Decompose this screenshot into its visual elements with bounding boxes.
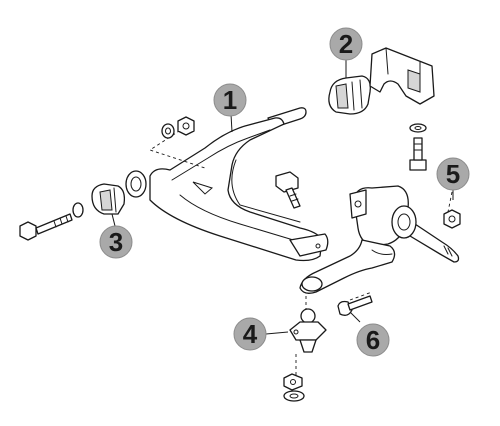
callout-2-label: 2 [339,29,353,59]
spindle-washer-nut [148,116,206,169]
strut-bolt [409,123,427,171]
callout-2: 2 [329,27,363,61]
leader-3 [111,213,116,227]
callout-4-label: 4 [243,319,258,349]
stabilizer-clamp [369,47,435,105]
leader-6 [349,311,361,323]
steering-knuckle [299,185,460,294]
callout-3: 3 [99,225,133,259]
callout-6-label: 6 [366,325,380,355]
knuckle-nut [443,191,461,229]
callout-4: 4 [233,317,267,351]
stabilizer-bushing [328,75,371,115]
front-bolt [19,202,84,241]
callout-5: 5 [436,157,470,191]
callout-1: 1 [213,83,247,117]
ball-joint [283,296,327,402]
front-bushing [91,183,126,215]
ball-joint-bolt [337,291,373,316]
leader-4 [265,331,289,335]
leader-1 [230,113,233,133]
callout-6: 6 [356,323,390,357]
center-bolt [275,171,301,209]
callout-3-label: 3 [109,227,123,257]
callout-5-label: 5 [446,159,460,189]
callout-1-label: 1 [223,85,237,115]
lower-control-arm [125,107,329,262]
